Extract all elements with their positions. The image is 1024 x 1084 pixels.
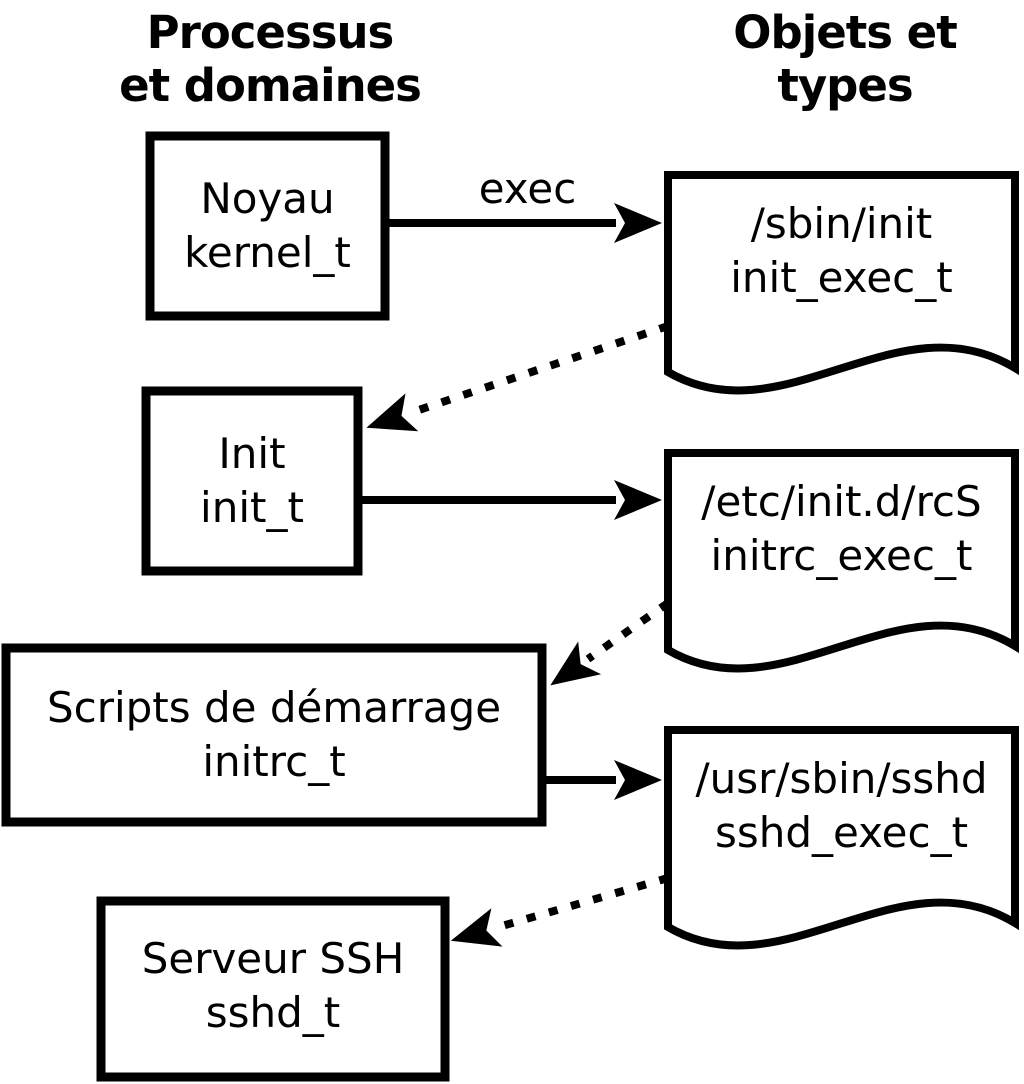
column-header-objects-line2: types	[777, 59, 913, 113]
object-doc-sbin-init	[664, 171, 1019, 395]
edge-label-exec: exec	[400, 162, 655, 216]
process-name: Scripts de démarrage	[46, 683, 502, 733]
process-name: Init	[218, 429, 286, 479]
process-label-initrc: Scripts de démarrage initrc_t	[6, 648, 542, 822]
column-header-processes-line1: Processus	[146, 6, 395, 59]
process-label-kernel: Noyau kernel_t	[150, 136, 385, 316]
process-label-sshd: Serveur SSH sshd_t	[101, 901, 445, 1071]
arrow-transition-sbininit-to-init	[366, 322, 670, 432]
object-path: /etc/init.d/rcS	[701, 477, 982, 526]
process-domain: init_t	[200, 483, 304, 532]
column-header-processes: Processus et domaines	[20, 6, 520, 112]
column-header-processes-line2: et domaines	[119, 59, 422, 113]
arrow-transition-sshdexec-to-sshd	[450, 874, 670, 947]
process-name: Serveur SSH	[141, 934, 405, 984]
object-type: sshd_exec_t	[714, 807, 969, 857]
process-box-kernel	[145, 131, 390, 321]
process-box-initrc	[1, 643, 547, 827]
process-domain: sshd_t	[205, 988, 341, 1037]
arrow-transition-rcs-to-initrc	[550, 599, 671, 686]
object-label-sbin-init: /sbin/init init_exec_t	[668, 175, 1015, 305]
object-type: initrc_exec_t	[710, 530, 973, 580]
process-name: Noyau	[200, 174, 335, 224]
object-path: /usr/sbin/sshd	[695, 754, 988, 803]
object-doc-etc-initd-rcs	[664, 449, 1019, 673]
process-box-init	[141, 386, 363, 576]
object-type: init_exec_t	[730, 252, 953, 302]
object-path: /sbin/init	[750, 199, 933, 248]
column-header-objects-line1: Objets et	[733, 6, 957, 59]
object-label-usr-sbin-sshd: /usr/sbin/sshd sshd_exec_t	[668, 730, 1015, 860]
process-domain: initrc_t	[202, 737, 346, 786]
process-label-init: Init init_t	[146, 391, 358, 571]
process-domain: kernel_t	[184, 228, 351, 277]
process-box-sshd	[96, 896, 450, 1082]
object-doc-usr-sbin-sshd	[664, 726, 1019, 950]
object-label-etc-initd-rcs: /etc/init.d/rcS initrc_exec_t	[668, 453, 1015, 583]
column-header-objects: Objets et types	[665, 6, 1024, 112]
edge-label-exec-text: exec	[478, 164, 577, 213]
